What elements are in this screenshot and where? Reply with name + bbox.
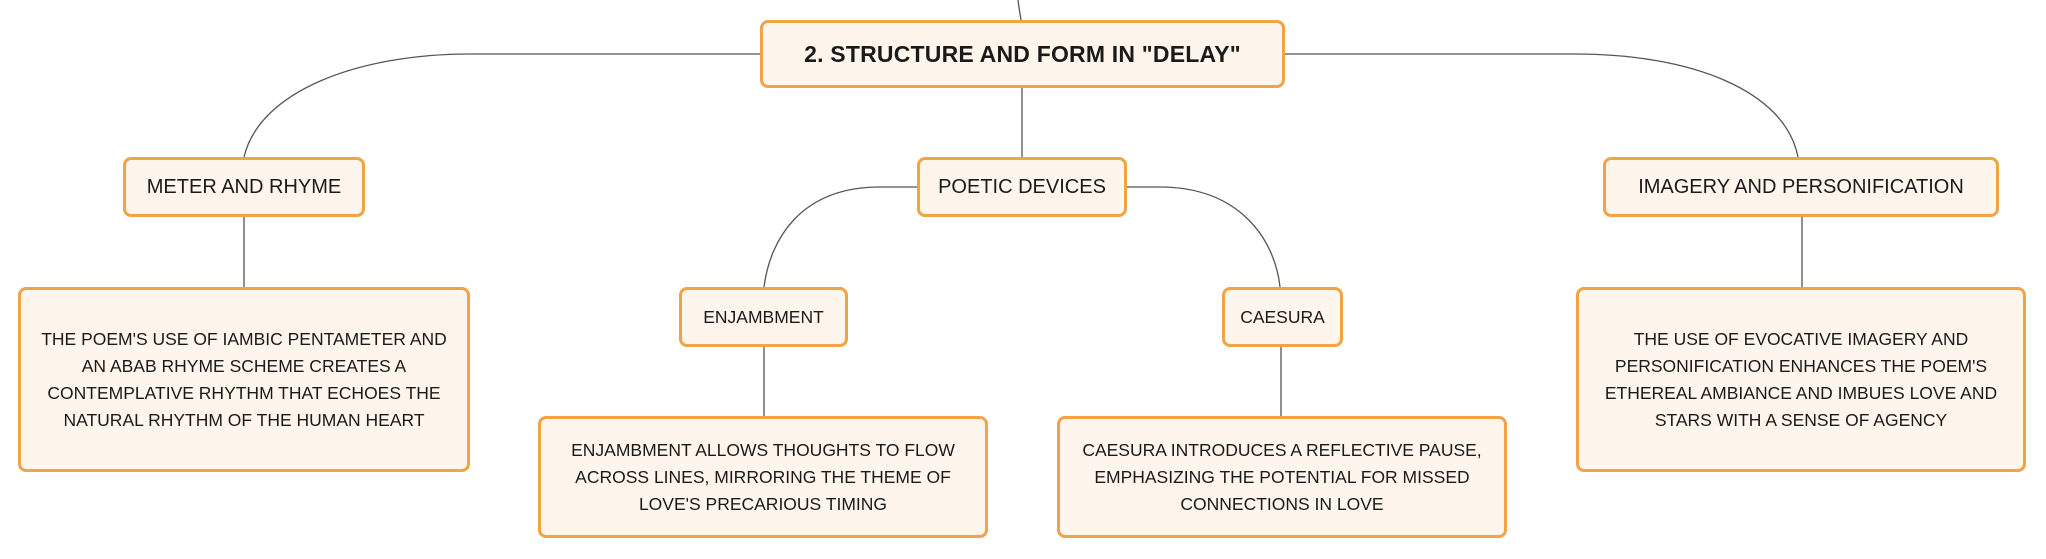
root-node-label: 2. STRUCTURE AND FORM IN "DELAY" [804, 40, 1241, 67]
node-label: CAESURA [1240, 306, 1325, 327]
edge-devices-to-enjambment [763, 186, 917, 288]
detail-text: THE POEM'S USE OF IAMBIC PENTAMETER AND … [41, 328, 447, 430]
edge-root-to-imagery [1285, 53, 1799, 158]
branch-meter-and-rhyme[interactable]: METER AND RHYME [123, 157, 365, 217]
branch-poetic-devices[interactable]: POETIC DEVICES [917, 157, 1127, 217]
root-node[interactable]: 2. STRUCTURE AND FORM IN "DELAY" [760, 20, 1285, 88]
edge-devices-to-caesura [1127, 186, 1281, 288]
detail-caesura[interactable]: CAESURA INTRODUCES A REFLECTIVE PAUSE, E… [1057, 416, 1507, 538]
edge-root-to-meter [243, 53, 760, 158]
node-label: ENJAMBMENT [703, 306, 824, 327]
branch-label: METER AND RHYME [146, 175, 342, 198]
detail-enjambment[interactable]: ENJAMBMENT ALLOWS THOUGHTS TO FLOW ACROS… [538, 416, 988, 538]
branch-label: IMAGERY AND PERSONIFICATION [1638, 175, 1964, 198]
node-caesura[interactable]: CAESURA [1222, 287, 1343, 347]
detail-imagery-and-personification[interactable]: THE USE OF EVOCATIVE IMAGERY AND PERSONI… [1576, 287, 2026, 472]
detail-text: CAESURA INTRODUCES A REFLECTIVE PAUSE, E… [1082, 439, 1482, 514]
branch-label: POETIC DEVICES [938, 175, 1106, 198]
node-enjambment[interactable]: ENJAMBMENT [679, 287, 848, 347]
detail-text: ENJAMBMENT ALLOWS THOUGHTS TO FLOW ACROS… [571, 439, 955, 514]
detail-text: THE USE OF EVOCATIVE IMAGERY AND PERSONI… [1604, 328, 1998, 430]
branch-imagery-and-personification[interactable]: IMAGERY AND PERSONIFICATION [1603, 157, 1999, 217]
detail-meter-and-rhyme[interactable]: THE POEM'S USE OF IAMBIC PENTAMETER AND … [18, 287, 470, 472]
edge-parent-to-root [1017, 0, 1022, 21]
